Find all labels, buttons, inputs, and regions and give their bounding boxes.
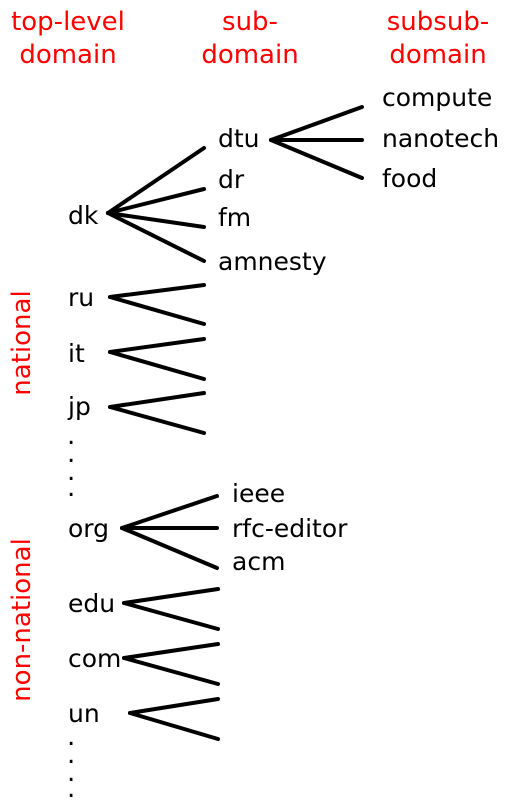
header-sub-line2: domain	[201, 40, 298, 70]
edge-it-upper	[108, 337, 206, 354]
svg-text:.: .	[67, 758, 75, 788]
edge-dk-dr	[106, 187, 206, 215]
svg-text:.: .	[67, 439, 75, 469]
node-nanotech: nanotech	[382, 124, 499, 153]
node-acm: acm	[232, 547, 285, 576]
edge-dtu-food	[269, 138, 364, 180]
edge-un-lower	[128, 711, 220, 741]
svg-text:.: .	[67, 421, 75, 451]
node-amnesty: amnesty	[218, 247, 327, 276]
edge-com-lower	[122, 656, 220, 686]
node-fm: fm	[218, 203, 251, 232]
node-dr: dr	[218, 165, 245, 194]
node-dk: dk	[68, 201, 99, 230]
edge-dk-fm	[106, 211, 206, 229]
svg-text:.: .	[67, 774, 75, 803]
edge-com-upper	[122, 642, 220, 660]
svg-text:.: .	[67, 457, 75, 487]
edge-org-acm	[120, 526, 219, 570]
node-org: org	[68, 514, 109, 543]
edge-un-upper	[128, 697, 220, 715]
edge-ru-upper	[108, 283, 206, 299]
node-un: un	[68, 699, 100, 728]
svg-text:.: .	[67, 473, 75, 503]
edge-it-lower	[108, 350, 206, 381]
edge-edu-lower	[122, 601, 220, 631]
edge-dk-dtu	[106, 146, 206, 215]
node-ieee: ieee	[232, 479, 285, 508]
node-food: food	[382, 164, 437, 193]
edge-dtu-compute	[269, 105, 364, 142]
edge-jp-upper	[108, 391, 206, 409]
node-com: com	[68, 644, 121, 673]
header-subsub-line2: domain	[389, 40, 486, 70]
edge-edu-upper	[122, 587, 220, 605]
header-top-level-line2: domain	[19, 40, 116, 70]
node-edu: edu	[68, 589, 115, 618]
ellipsis-non-national: . . . .	[67, 722, 75, 803]
node-rfc-editor: rfc-editor	[232, 514, 348, 543]
node-dtu: dtu	[218, 124, 260, 153]
header-top-level-line1: top-level	[11, 7, 125, 37]
svg-text:.: .	[67, 722, 75, 752]
header-sub-line1: sub-	[222, 7, 278, 37]
edge-ru-lower	[108, 295, 206, 326]
category-national: national	[7, 290, 37, 395]
category-non-national: non-national	[7, 538, 37, 702]
node-jp: jp	[67, 392, 91, 421]
ellipsis-national: . . . .	[67, 421, 75, 503]
edge-jp-lower	[108, 405, 206, 435]
node-ru: ru	[68, 283, 94, 312]
edge-org-ieee	[120, 494, 219, 530]
svg-text:.: .	[67, 740, 75, 770]
node-compute: compute	[382, 83, 492, 112]
node-it: it	[68, 339, 85, 368]
header-subsub-line1: subsub-	[387, 7, 489, 37]
edge-dk-amnesty	[106, 211, 206, 263]
